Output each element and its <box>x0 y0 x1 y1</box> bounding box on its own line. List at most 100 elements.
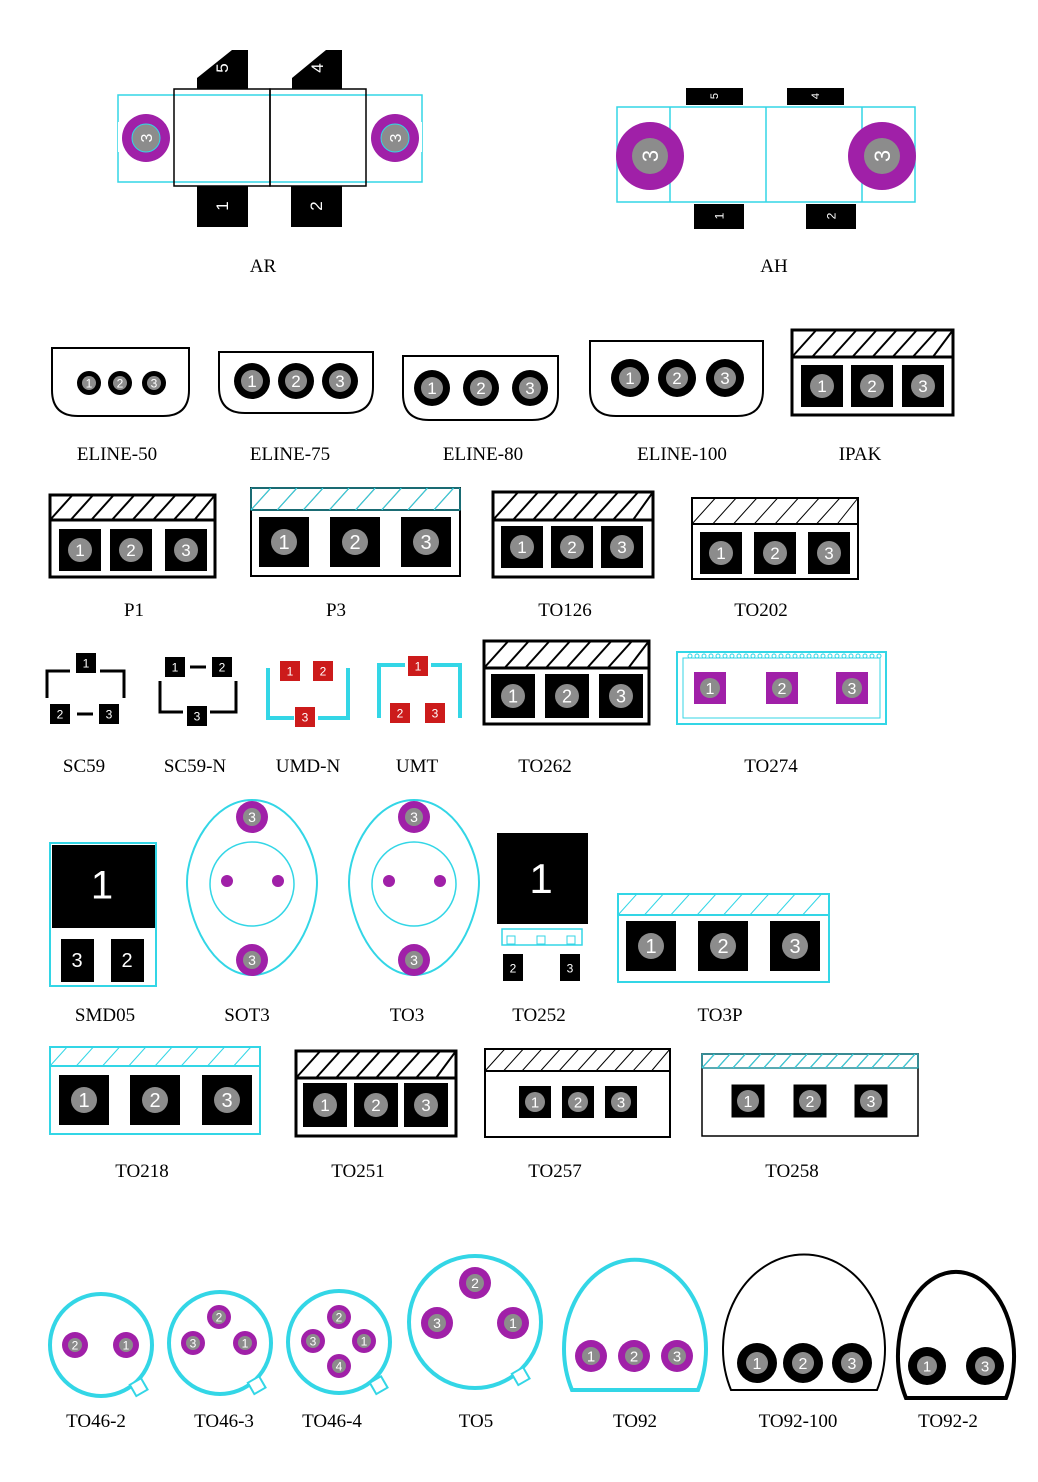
heatsink-tab <box>617 893 830 916</box>
pin-number: 3 <box>432 706 439 720</box>
hatch-line <box>69 494 94 521</box>
pad <box>408 656 428 676</box>
package-body <box>48 1292 154 1398</box>
hatch-line <box>335 1050 362 1079</box>
pad-hole <box>405 951 423 969</box>
package-body <box>407 1254 543 1390</box>
hatch-line <box>791 329 818 358</box>
pad-hole <box>504 1314 522 1332</box>
hatch-line <box>753 497 779 525</box>
pad <box>806 204 856 229</box>
pad <box>295 707 315 727</box>
pad-hole <box>810 374 834 398</box>
pin-number: 2 <box>117 376 124 390</box>
pin-number: 3 <box>789 936 800 958</box>
pad <box>313 661 333 681</box>
hatch-dot <box>729 653 735 659</box>
hatch-dot <box>841 653 847 659</box>
orientation-tab <box>510 1365 531 1387</box>
pin-number: 2 <box>510 961 517 975</box>
pin-number: 3 <box>410 809 418 825</box>
outline-line <box>100 669 126 698</box>
pin-number: 2 <box>867 377 876 396</box>
pad <box>272 875 284 887</box>
pin-number: 1 <box>744 1094 753 1111</box>
package-body <box>269 88 367 187</box>
pin-number: 3 <box>190 1336 197 1350</box>
pad-hole <box>71 1087 97 1113</box>
pin-number: 3 <box>421 1096 430 1115</box>
pin-number: 1 <box>287 664 294 678</box>
pin-number: 3 <box>302 710 309 724</box>
package-labels: AR AH ELINE-50 ELINE-75 ELINE-80 ELINE-1… <box>63 256 978 1432</box>
pin-number: 1 <box>278 532 289 554</box>
pad-hole <box>329 370 351 392</box>
hatch-line <box>691 497 716 525</box>
pad-hole <box>560 535 584 559</box>
pad-hole <box>860 1090 882 1112</box>
package-body <box>589 340 764 417</box>
pad-hole <box>582 1347 600 1365</box>
pin-number: 2 <box>672 369 681 388</box>
hatch-line <box>732 1053 746 1069</box>
hatch-line <box>545 640 571 669</box>
hatch-line <box>902 1053 916 1069</box>
package-body <box>501 928 583 946</box>
pin-number: 1 <box>75 541 84 560</box>
pin-number: 2 <box>567 538 576 557</box>
pad-hole <box>568 1092 588 1112</box>
pad <box>111 939 144 982</box>
hatch-dot <box>834 653 840 659</box>
pin-number: 2 <box>770 544 779 563</box>
pad-hole <box>421 377 443 399</box>
pin-number: 1 <box>529 855 552 902</box>
hatch-line <box>632 1048 654 1072</box>
hatch-line <box>871 1053 885 1069</box>
hatch-line <box>276 487 298 511</box>
pin-number: 2 <box>630 1348 638 1365</box>
pin-number: 1 <box>123 1338 130 1352</box>
pin-number: 5 <box>709 93 721 99</box>
pin-number: 3 <box>194 709 201 723</box>
hatch-line <box>131 494 156 521</box>
pad-hole <box>841 1352 863 1374</box>
hatch-line <box>90 494 115 521</box>
hatch-line <box>670 893 691 916</box>
pad-hole <box>842 678 862 698</box>
hatch-line <box>809 1053 823 1069</box>
pin-number: 3 <box>616 686 626 706</box>
hatch-line <box>435 1050 457 1079</box>
pin-number: 1 <box>415 659 422 673</box>
label-smd05: SMD05 <box>75 1005 135 1026</box>
pin-number: 4 <box>810 93 822 99</box>
pin-number: 1 <box>817 377 826 396</box>
hatch-line <box>521 1048 543 1072</box>
pin-number: 1 <box>91 863 113 907</box>
outline-line <box>318 668 350 720</box>
package-body <box>51 347 190 417</box>
label-umt: UMT <box>396 756 439 777</box>
pin-number: 1 <box>712 212 726 219</box>
hatch-line <box>932 329 954 358</box>
pin-number: 2 <box>126 541 135 560</box>
pin-number: 1 <box>508 686 518 706</box>
hatch-line <box>733 497 758 525</box>
pad-hole <box>243 808 261 826</box>
pin-number: 3 <box>617 538 626 557</box>
pin-lead <box>536 935 546 945</box>
orientation-tab <box>368 1374 389 1396</box>
hatch-line <box>795 497 820 525</box>
label-to92-2: TO92-2 <box>918 1411 978 1432</box>
hatch-line <box>871 329 898 358</box>
pad-hole <box>611 1092 631 1112</box>
hatch-line <box>329 487 350 511</box>
heatsink-tab <box>250 487 461 511</box>
outline-line <box>377 663 405 718</box>
